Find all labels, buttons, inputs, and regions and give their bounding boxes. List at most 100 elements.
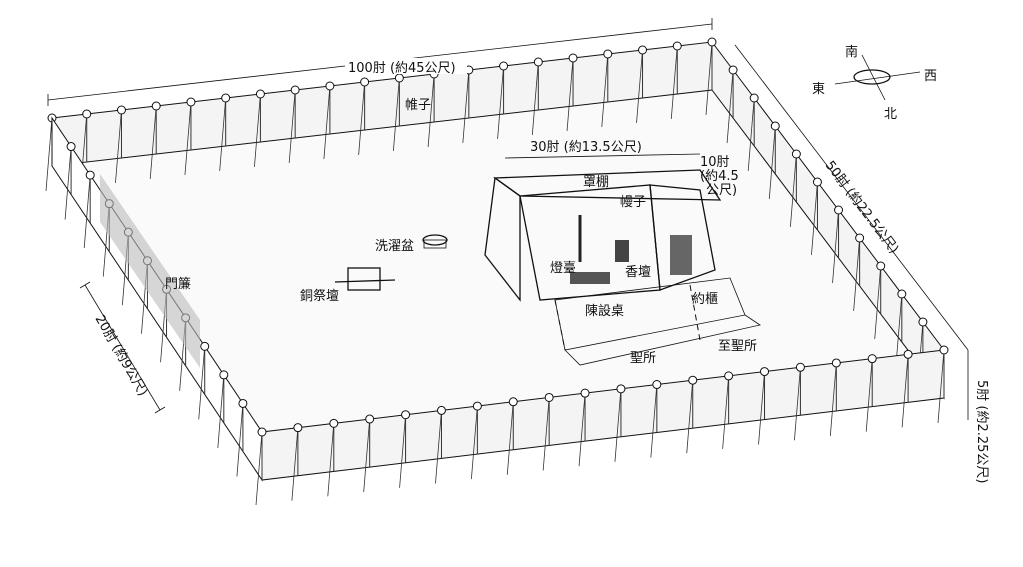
- tent-rope: [327, 423, 335, 497]
- post-cap: [638, 45, 648, 55]
- post-cap: [855, 233, 865, 243]
- post-cap: [770, 121, 780, 131]
- tent-rope: [722, 375, 730, 449]
- tent-rope: [64, 146, 72, 220]
- lampstand-label: 燈臺: [550, 261, 576, 276]
- post-cap: [66, 142, 76, 152]
- laver-icon: [422, 234, 448, 246]
- fence-height-label: 5肘 (約2.25公尺): [974, 380, 989, 484]
- tent-rope: [45, 117, 53, 192]
- tent-rope: [219, 97, 227, 172]
- tent-rope: [236, 403, 244, 477]
- tent-rope: [363, 419, 371, 493]
- tent-rope: [184, 101, 192, 176]
- tent-rope: [291, 427, 299, 501]
- tent-rope: [462, 69, 470, 144]
- length-label: 100肘 (約45公尺): [348, 61, 456, 76]
- post-cap: [401, 410, 411, 420]
- tent-rope: [747, 97, 755, 172]
- tent-height-label-1: 10肘: [700, 155, 730, 170]
- gate-width-label: 20肘 (約9公尺): [92, 313, 151, 399]
- tent-rope: [149, 105, 157, 180]
- post-cap: [200, 341, 210, 351]
- post-cap: [834, 205, 844, 215]
- tabernacle-tent: 30肘 (約13.5公尺) 10肘 (約4.5 公尺) 罩棚 幔子 燈臺 香壇 …: [484, 140, 762, 366]
- tent-rope: [853, 237, 861, 312]
- courtyard-fence: [45, 37, 949, 506]
- post-cap: [116, 105, 126, 115]
- post-cap: [724, 371, 734, 381]
- tent-rope: [255, 431, 263, 506]
- tent-cover-roof: [493, 169, 722, 201]
- post-cap: [918, 317, 928, 327]
- post-cap: [568, 53, 578, 63]
- tent-rope: [874, 265, 882, 340]
- post-cap: [812, 177, 822, 187]
- tent-rope: [895, 293, 903, 368]
- tent-rope: [392, 77, 400, 152]
- post-cap: [325, 81, 335, 91]
- post-cap: [499, 61, 509, 71]
- tent-rope: [670, 45, 678, 120]
- post-cap: [728, 65, 738, 75]
- post-cap: [255, 89, 265, 99]
- incense-altar-label: 香壇: [625, 264, 651, 280]
- tent-rope: [758, 371, 765, 445]
- most-holy-place-label: 至聖所: [718, 339, 757, 354]
- tent-rope: [578, 393, 586, 467]
- tent-rope: [323, 85, 331, 160]
- post-cap: [293, 423, 303, 433]
- tent-rope: [115, 109, 122, 184]
- post-cap: [85, 170, 95, 180]
- tent-rope: [614, 388, 622, 462]
- tent-rope: [217, 374, 225, 448]
- post-cap: [82, 109, 92, 119]
- compass: 南 東 西 北: [812, 44, 937, 122]
- post-cap: [791, 149, 801, 159]
- post-cap: [867, 354, 877, 364]
- tent-rope: [829, 362, 837, 436]
- tent-rope: [542, 397, 550, 471]
- tent-rope: [865, 358, 873, 432]
- post-cap: [897, 289, 907, 299]
- post-cap: [365, 414, 375, 424]
- bronze-altar-label: 銅祭壇: [300, 288, 339, 304]
- post-cap: [749, 93, 759, 103]
- tent-rope: [686, 380, 694, 454]
- post-cap: [186, 97, 196, 107]
- tent-rope: [636, 49, 643, 124]
- tent-rope: [566, 57, 574, 132]
- laver: 洗濯盆: [375, 234, 448, 254]
- tent-rope: [789, 153, 797, 228]
- post-cap: [831, 358, 841, 368]
- post-cap: [876, 261, 886, 271]
- compass-west: 西: [924, 69, 937, 84]
- tent-height-label-2: (約4.5: [700, 169, 739, 184]
- post-cap: [795, 362, 805, 372]
- veil-label: 幔子: [620, 195, 646, 210]
- post-cap: [238, 398, 248, 408]
- post-cap: [616, 384, 626, 394]
- gate-screen: [100, 174, 200, 368]
- ark-label: 約櫃: [692, 292, 718, 307]
- compass-ellipse: [853, 69, 891, 85]
- tent-rope: [601, 53, 609, 128]
- post-cap: [533, 57, 543, 67]
- tent-rope: [254, 93, 261, 168]
- tent-rope: [811, 181, 818, 256]
- post-cap: [707, 37, 717, 47]
- tent-rope: [937, 349, 945, 424]
- post-cap: [472, 401, 482, 411]
- post-cap: [219, 370, 229, 380]
- dimension-length: 100肘 (約45公尺): [47, 18, 713, 106]
- post-cap: [939, 345, 949, 355]
- tent-rope: [901, 354, 909, 428]
- gate-screen-label: 門簾: [165, 276, 191, 292]
- post-cap: [672, 41, 682, 51]
- compass-south: 南: [845, 44, 858, 60]
- post-cap: [652, 380, 662, 390]
- compass-east: 東: [812, 81, 825, 97]
- tent-rope: [768, 125, 776, 200]
- post-cap: [360, 77, 370, 87]
